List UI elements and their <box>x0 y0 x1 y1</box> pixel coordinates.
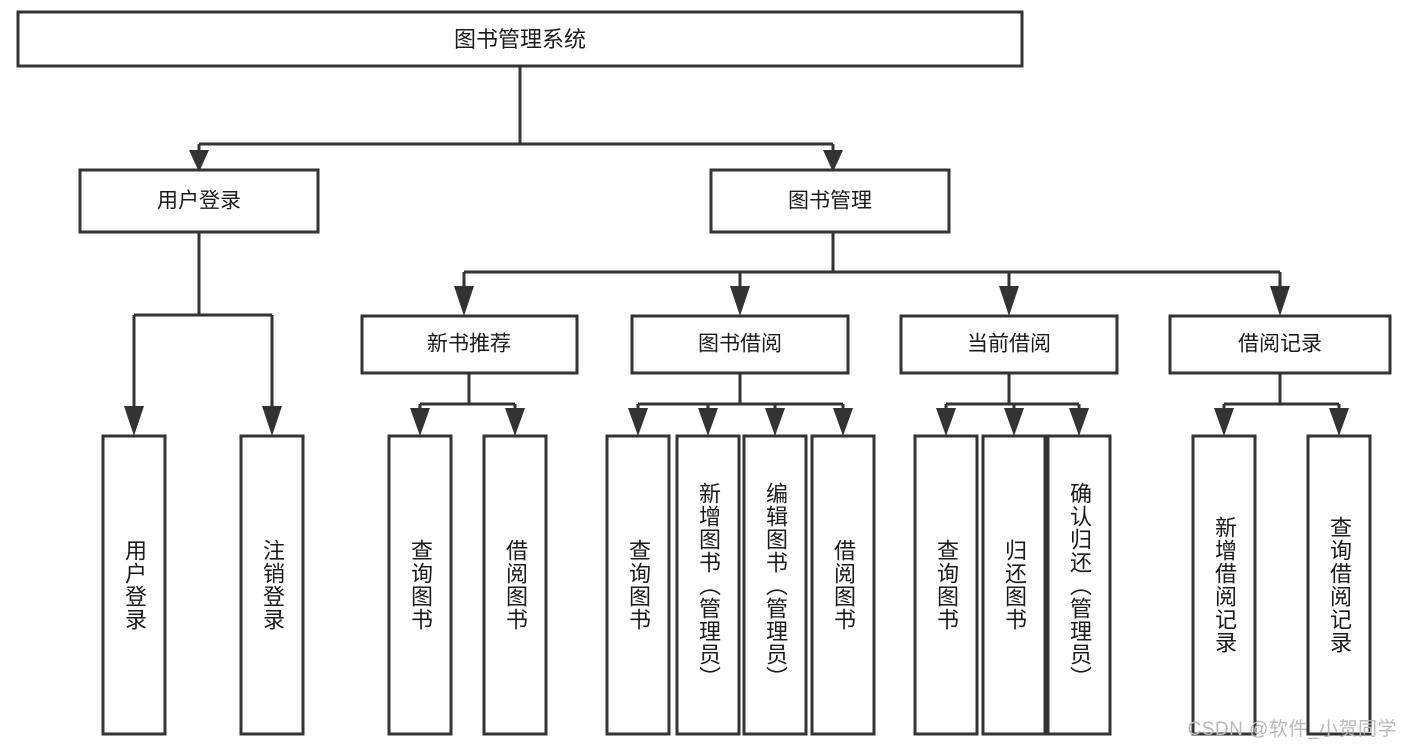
arrow-head-icon <box>730 286 750 316</box>
node-book-borrow[interactable]: 图书借阅 <box>630 314 850 375</box>
arrow-head-icon <box>189 150 209 172</box>
leaf-box[interactable] <box>981 434 1047 736</box>
node-label-book-management: 图书管理 <box>788 190 872 213</box>
leaf-boxes-user-login <box>101 434 305 736</box>
leaf-box[interactable] <box>742 434 808 736</box>
leaf-box[interactable] <box>1306 434 1372 736</box>
node-label-borrow-record: 借阅记录 <box>1238 333 1322 356</box>
leaf-boxes-book-borrow <box>605 434 876 736</box>
arrow-head-icon <box>410 408 430 436</box>
node-box[interactable] <box>630 314 850 375</box>
arrow-head-icon <box>1270 286 1290 316</box>
node-box[interactable] <box>360 314 579 375</box>
node-root[interactable]: 图书管理系统 <box>16 10 1024 68</box>
leaf-box[interactable] <box>1191 434 1257 736</box>
leaf-box[interactable] <box>605 434 671 736</box>
arrow-head-icon <box>698 408 718 436</box>
node-borrow-record[interactable]: 借阅记录 <box>1168 314 1392 375</box>
leaf-box[interactable] <box>239 434 305 736</box>
connector-root-to-level2 <box>189 66 843 172</box>
leaf-box[interactable] <box>1046 434 1112 736</box>
node-box[interactable] <box>1168 314 1392 375</box>
arrow-head-icon <box>1069 408 1089 436</box>
watermark: CSDN @软件_小贺同学 <box>1187 719 1397 740</box>
node-box[interactable] <box>78 168 320 234</box>
node-box[interactable] <box>709 168 951 234</box>
connector-current-borrow-to-leaves <box>936 373 1089 436</box>
node-current-borrow[interactable]: 当前借阅 <box>899 314 1119 375</box>
node-box[interactable] <box>16 10 1024 68</box>
node-label-user-login: 用户登录 <box>157 190 241 213</box>
arrow-head-icon <box>1004 408 1024 436</box>
node-book-management[interactable]: 图书管理 <box>709 168 951 234</box>
connector-user-login-to-leaves <box>124 232 282 436</box>
connector-book-borrow-to-leaves <box>628 373 853 436</box>
node-user-login[interactable]: 用户登录 <box>78 168 320 234</box>
leaf-boxes-borrow-record <box>1191 434 1372 736</box>
leaf-boxes-new-book-recommend <box>387 434 548 736</box>
arrow-head-icon <box>505 408 525 436</box>
arrow-head-icon <box>262 406 282 436</box>
arrow-head-icon <box>765 408 785 436</box>
arrow-head-icon <box>1329 408 1349 436</box>
arrow-head-icon <box>999 286 1019 316</box>
leaf-box[interactable] <box>913 434 979 736</box>
connector-new-book-recommend-to-leaves <box>410 373 525 436</box>
arrow-head-icon <box>454 286 474 316</box>
arrow-head-icon <box>124 406 144 436</box>
leaf-box[interactable] <box>387 434 453 736</box>
leaf-boxes-current-borrow <box>913 434 1112 736</box>
node-label-book-borrow: 图书借阅 <box>698 333 782 356</box>
node-label-new-book-recommend: 新书推荐 <box>427 333 511 356</box>
arrow-head-icon <box>1214 408 1234 436</box>
leaf-box[interactable] <box>675 434 741 736</box>
arrow-head-icon <box>833 408 853 436</box>
node-label-root: 图书管理系统 <box>454 27 586 52</box>
arrow-head-icon <box>823 150 843 172</box>
arrow-head-icon <box>628 408 648 436</box>
leaf-box[interactable] <box>482 434 548 736</box>
leaf-box[interactable] <box>101 434 167 736</box>
node-new-book-recommend[interactable]: 新书推荐 <box>360 314 579 375</box>
node-box[interactable] <box>899 314 1119 375</box>
connector-book-management-to-level3 <box>454 232 1290 316</box>
arrow-head-icon <box>936 408 956 436</box>
node-label-current-borrow: 当前借阅 <box>967 333 1051 356</box>
leaf-box[interactable] <box>810 434 876 736</box>
connector-borrow-record-to-leaves <box>1214 373 1349 436</box>
